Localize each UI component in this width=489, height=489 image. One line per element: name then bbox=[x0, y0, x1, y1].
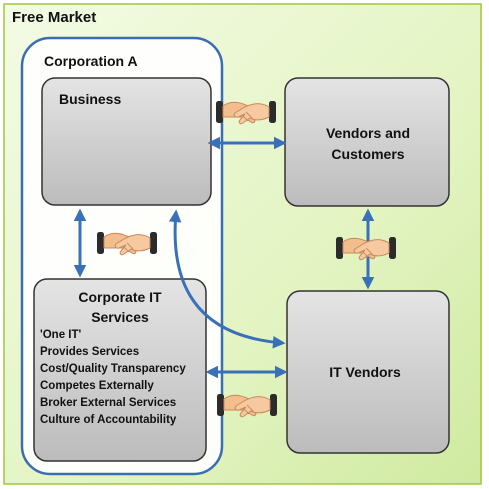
corporate-it-attribute-list: 'One IT' Provides Services Cost/Quality … bbox=[40, 327, 186, 429]
attribute-item: Cost/Quality Transparency bbox=[40, 363, 186, 375]
attribute-item: 'One IT' bbox=[40, 329, 82, 341]
arrow-business-itvendors bbox=[168, 209, 286, 349]
corporate-it-label: Corporate IT Services bbox=[34, 287, 206, 327]
free-market-title: Free Market bbox=[12, 9, 97, 26]
business-label: Business bbox=[59, 91, 122, 107]
attribute-item: Provides Services bbox=[40, 346, 140, 358]
vendors-customers-line2: Customers bbox=[331, 146, 405, 162]
corporate-it-line1: Corporate IT bbox=[78, 289, 162, 305]
attribute-item: Competes Externally bbox=[40, 380, 154, 392]
vendors-customers-label: Vendors and Customers bbox=[296, 123, 440, 165]
corporate-it-line2: Services bbox=[91, 309, 149, 325]
vendors-customers-line1: Vendors and bbox=[325, 125, 411, 141]
attribute-item: Culture of Accountability bbox=[40, 414, 177, 426]
it-vendors-label: IT Vendors bbox=[329, 364, 401, 380]
attribute-item: Broker External Services bbox=[40, 397, 177, 409]
corporation-a-title: Corporation A bbox=[44, 53, 138, 69]
